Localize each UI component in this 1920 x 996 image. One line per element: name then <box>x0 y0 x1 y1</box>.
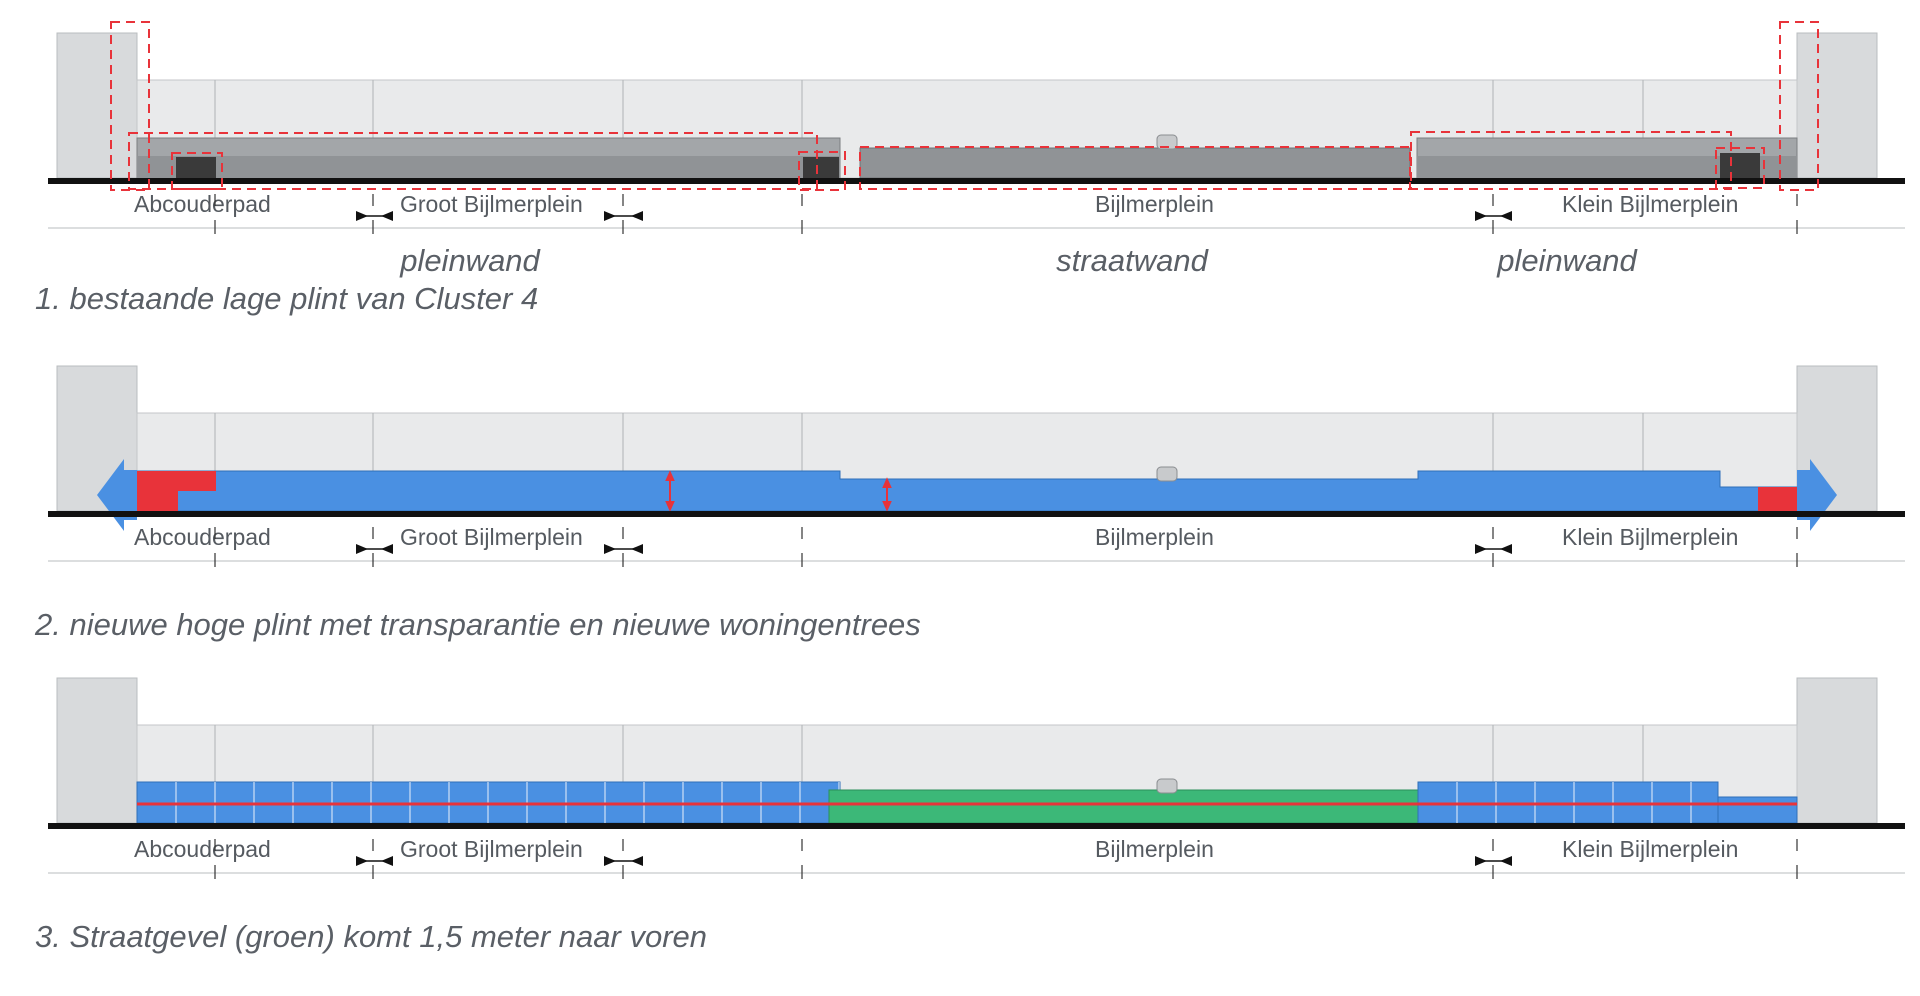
dimension-arrow <box>381 544 393 554</box>
diagram-caption: 3. Straatgevel (groen) komt 1,5 meter na… <box>35 919 707 954</box>
glazed-plinth-right-low <box>1717 796 1798 824</box>
tower-left <box>56 32 138 179</box>
location-label: Groot Bijlmerplein <box>400 836 583 862</box>
new-entrance-right <box>1758 487 1797 511</box>
ground-line <box>48 823 1905 829</box>
dimension-arrow <box>1500 211 1512 221</box>
dimension-arrow <box>381 211 393 221</box>
tower-right <box>1796 677 1878 824</box>
tower-right <box>1796 32 1878 179</box>
location-label: Klein Bijlmerplein <box>1562 836 1738 862</box>
dimension-arrow <box>604 544 616 554</box>
existing-plinth-right-base <box>1417 156 1797 178</box>
dimension-arrow <box>631 856 643 866</box>
location-label: Klein Bijlmerplein <box>1562 191 1738 217</box>
dimension-arrow <box>631 544 643 554</box>
canopy-marker <box>1156 778 1178 794</box>
highlight-box <box>859 146 1411 190</box>
highlight-box <box>798 151 846 191</box>
dimension-arrow <box>1475 856 1487 866</box>
location-label: Abcouderpad <box>134 836 271 862</box>
dimension-arrow <box>356 856 368 866</box>
location-label: Abcouderpad <box>134 524 271 550</box>
dimension-arrow <box>604 211 616 221</box>
diagram-caption: 2. nieuwe hoge plint met transparantie e… <box>34 607 921 642</box>
highlight-box <box>1715 147 1765 189</box>
entrance-block <box>1720 153 1760 178</box>
tower-left <box>56 677 138 824</box>
dimension-arrow <box>1500 544 1512 554</box>
existing-plinth-street <box>859 147 1411 179</box>
location-label: Abcouderpad <box>134 191 271 217</box>
location-label: Bijlmerplein <box>1095 836 1214 862</box>
wall-type-label: pleinwand <box>1496 243 1638 278</box>
ground-line <box>48 178 1905 184</box>
entrance-block <box>176 157 216 178</box>
canopy-marker <box>1156 134 1178 150</box>
dimension-arrow <box>1500 856 1512 866</box>
highlight-box <box>128 132 818 190</box>
diagram-caption: 1. bestaande lage plint van Cluster 4 <box>35 281 538 316</box>
location-label: Klein Bijlmerplein <box>1562 524 1738 550</box>
entrance-block <box>803 157 839 178</box>
canopy-marker <box>1156 466 1178 482</box>
location-label: Groot Bijlmerplein <box>400 524 583 550</box>
dimension-arrow <box>356 211 368 221</box>
location-label: Groot Bijlmerplein <box>400 191 583 217</box>
location-label: Bijlmerplein <box>1095 524 1214 550</box>
dimension-arrow <box>604 856 616 866</box>
location-label: Bijlmerplein <box>1095 191 1214 217</box>
dimension-arrow <box>631 211 643 221</box>
ground-line <box>48 511 1905 517</box>
highlight-box <box>171 152 223 190</box>
dimension-arrow <box>1475 544 1487 554</box>
highlight-box <box>1410 131 1732 190</box>
wall-type-label: straatwand <box>1056 243 1209 278</box>
new-entrance-left <box>137 471 216 511</box>
dimension-arrow <box>1475 211 1487 221</box>
highlight-box <box>1779 21 1819 191</box>
dimension-arrow <box>381 856 393 866</box>
wall-type-label: pleinwand <box>399 243 541 278</box>
street-facade-forward <box>828 789 1431 824</box>
existing-plinth-left-base <box>137 156 840 178</box>
dimension-arrow <box>356 544 368 554</box>
